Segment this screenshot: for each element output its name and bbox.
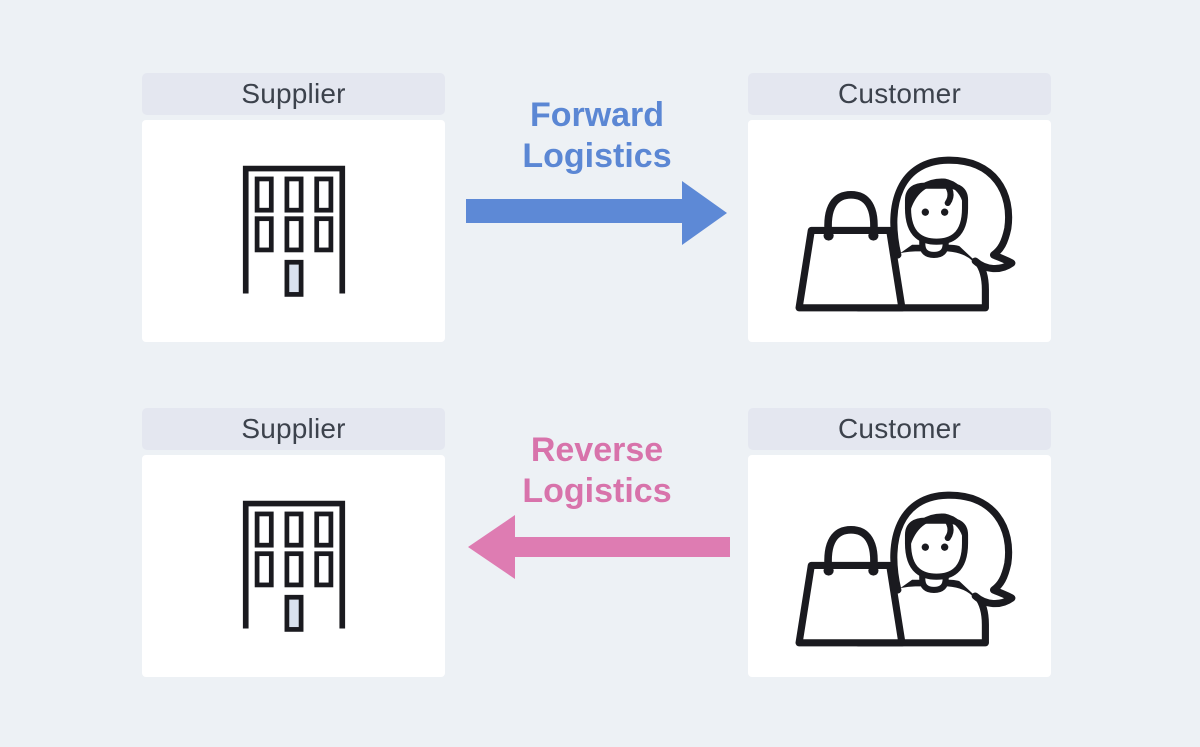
customer-card-reverse-header: Customer	[748, 408, 1051, 450]
reverse-arrow-shape	[468, 515, 730, 579]
shopping-bag-icon	[795, 561, 905, 646]
supplier-title: Supplier	[241, 78, 346, 109]
supplier-card-forward: Supplier	[142, 73, 445, 342]
reverse-label-line1: Reverse	[530, 431, 664, 469]
reverse-arrow-icon	[468, 515, 730, 579]
forward-label-line2: Logistics	[522, 137, 672, 175]
forward-label-line1: Forward	[529, 96, 665, 134]
forward-arrow-shape	[466, 181, 727, 245]
customer-card-reverse-body	[748, 455, 1051, 677]
supplier-card-forward-header: Supplier	[142, 73, 445, 115]
building-icon	[242, 500, 345, 632]
customer-card-reverse: Customer	[748, 408, 1051, 677]
customer-card-forward: Customer	[748, 73, 1051, 342]
building-icon	[242, 165, 345, 297]
building-door	[284, 594, 303, 632]
customer-card-forward-header: Customer	[748, 73, 1051, 115]
customer-icon	[795, 491, 1015, 646]
forward-logistics-label: Forward Logistics	[447, 95, 747, 177]
customer-title: Customer	[838, 413, 961, 444]
supplier-card-reverse-body	[142, 455, 445, 677]
supplier-title: Supplier	[241, 413, 346, 444]
forward-arrow-icon	[466, 181, 727, 245]
supplier-card-forward-body	[142, 120, 445, 342]
shopping-bag-icon	[795, 226, 905, 311]
reverse-label-line2: Logistics	[522, 472, 672, 510]
reverse-logistics-label: Reverse Logistics	[447, 430, 747, 512]
supplier-card-reverse: Supplier	[142, 408, 445, 677]
customer-icon	[795, 156, 1015, 311]
customer-title: Customer	[838, 78, 961, 109]
building-door	[284, 259, 303, 297]
customer-card-forward-body	[748, 120, 1051, 342]
supplier-card-reverse-header: Supplier	[142, 408, 445, 450]
